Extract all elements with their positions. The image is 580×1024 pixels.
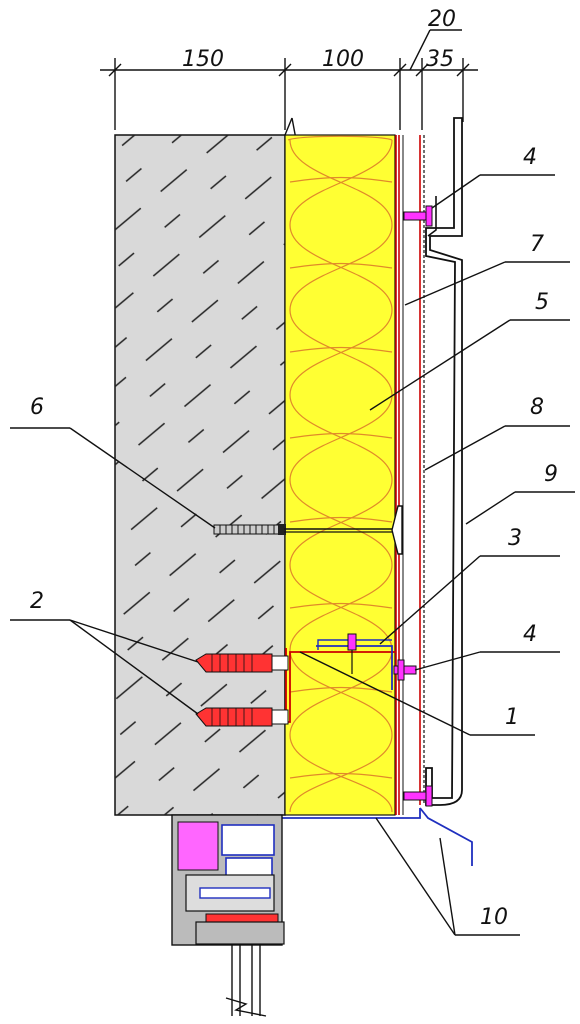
anchor-middle — [393, 659, 417, 681]
vertical-profile — [419, 135, 425, 805]
mineral-wool-insulation — [284, 134, 396, 816]
insulation-dowel — [213, 505, 403, 555]
callout-1: 1 — [505, 705, 519, 730]
anchor-top — [403, 205, 433, 227]
callout-10: 10 — [480, 905, 508, 930]
callout-2: 2 — [30, 589, 44, 614]
siding-top-hook — [427, 196, 437, 237]
frame-dowel-upper — [195, 653, 289, 673]
callout-6: 6 — [30, 395, 44, 420]
dim-150: 150 — [182, 47, 224, 72]
dim-20: 20 — [428, 7, 456, 32]
frame-dowel-lower — [195, 707, 289, 727]
leader-lines — [10, 174, 575, 936]
callout-8: 8 — [530, 395, 544, 420]
concrete-hatch — [115, 135, 285, 815]
callout-9: 9 — [544, 462, 558, 487]
callout-3: 3 — [508, 526, 522, 551]
dimension-line — [100, 29, 478, 130]
dim-100: 100 — [322, 47, 364, 72]
dim-35: 35 — [426, 47, 454, 72]
callout-4-bottom: 4 — [523, 622, 537, 647]
window-glass — [225, 945, 267, 1017]
break-mark — [284, 117, 293, 136]
callout-7: 7 — [530, 232, 544, 257]
drip-flashing — [276, 807, 473, 866]
facade-siding-panel — [425, 117, 463, 806]
anchor-bottom — [403, 785, 433, 807]
callout-5: 5 — [535, 290, 549, 315]
window-frame-profile — [171, 814, 285, 946]
wind-membrane — [395, 135, 400, 815]
callout-4-top: 4 — [523, 145, 537, 170]
bracket-assembly — [285, 633, 396, 723]
